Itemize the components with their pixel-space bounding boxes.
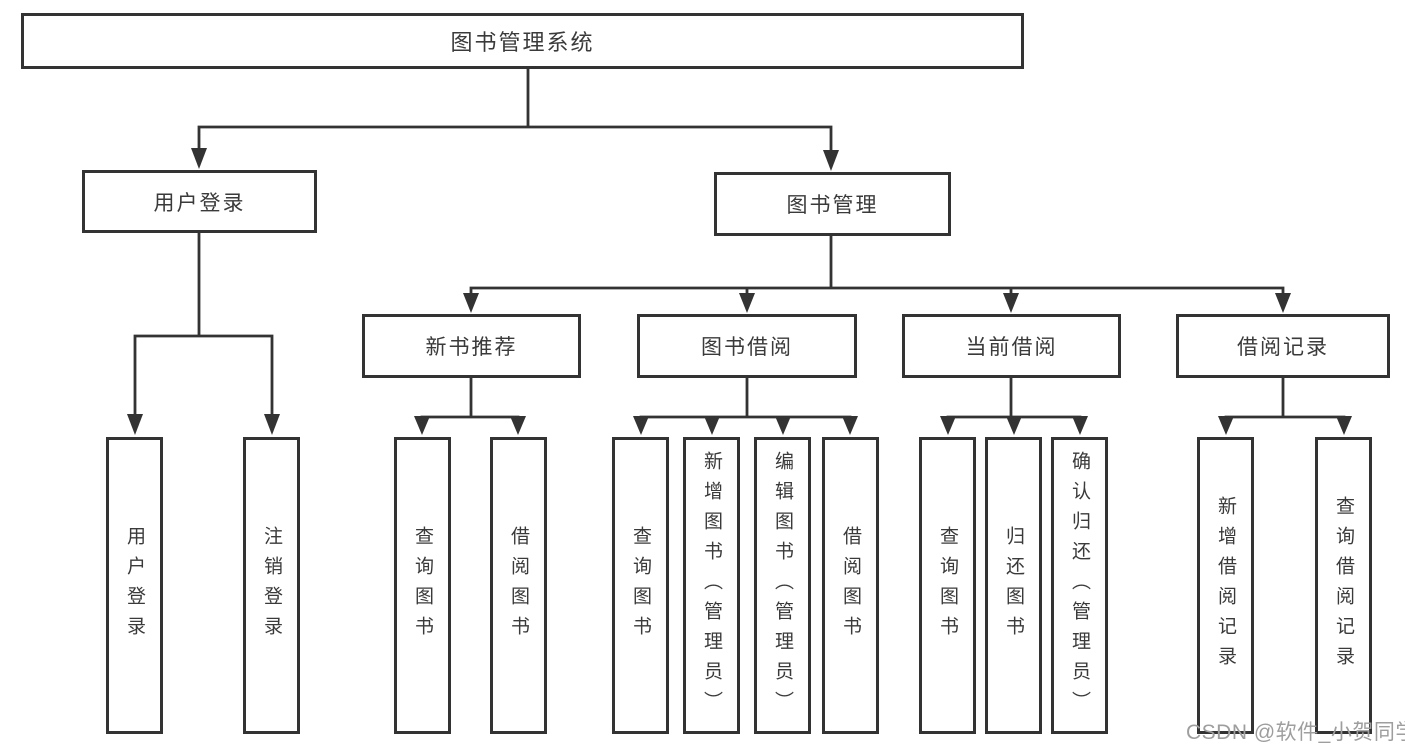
leaf-query-books-current: 查询图书 xyxy=(919,437,976,734)
node-user-login: 用户登录 xyxy=(82,170,317,233)
node-current-borrowing: 当前借阅 xyxy=(902,314,1121,378)
leaf-query-borrow-record: 查询借阅记录 xyxy=(1315,437,1372,734)
leaf-confirm-return-admin: 确认归还（管理员） xyxy=(1051,437,1108,734)
leaf-edit-book-admin: 编辑图书（管理员） xyxy=(754,437,811,734)
leaf-add-borrow-record: 新增借阅记录 xyxy=(1197,437,1254,734)
node-borrowing-records: 借阅记录 xyxy=(1176,314,1390,378)
leaf-query-books-recommendation: 查询图书 xyxy=(394,437,451,734)
leaf-borrow-books: 借阅图书 xyxy=(822,437,879,734)
node-book-management: 图书管理 xyxy=(714,172,951,236)
leaf-borrow-books-recommendation: 借阅图书 xyxy=(490,437,547,734)
leaf-user-login: 用户登录 xyxy=(106,437,163,734)
node-library-management-system: 图书管理系统 xyxy=(21,13,1024,69)
leaf-logout: 注销登录 xyxy=(243,437,300,734)
node-new-book-recommendation: 新书推荐 xyxy=(362,314,581,378)
node-book-borrowing: 图书借阅 xyxy=(637,314,857,378)
leaf-return-books: 归还图书 xyxy=(985,437,1042,734)
leaf-add-book-admin: 新增图书（管理员） xyxy=(683,437,740,734)
watermark-text: CSDN @软件_小贺同学 xyxy=(1186,721,1405,744)
leaf-query-books-borrowing: 查询图书 xyxy=(612,437,669,734)
